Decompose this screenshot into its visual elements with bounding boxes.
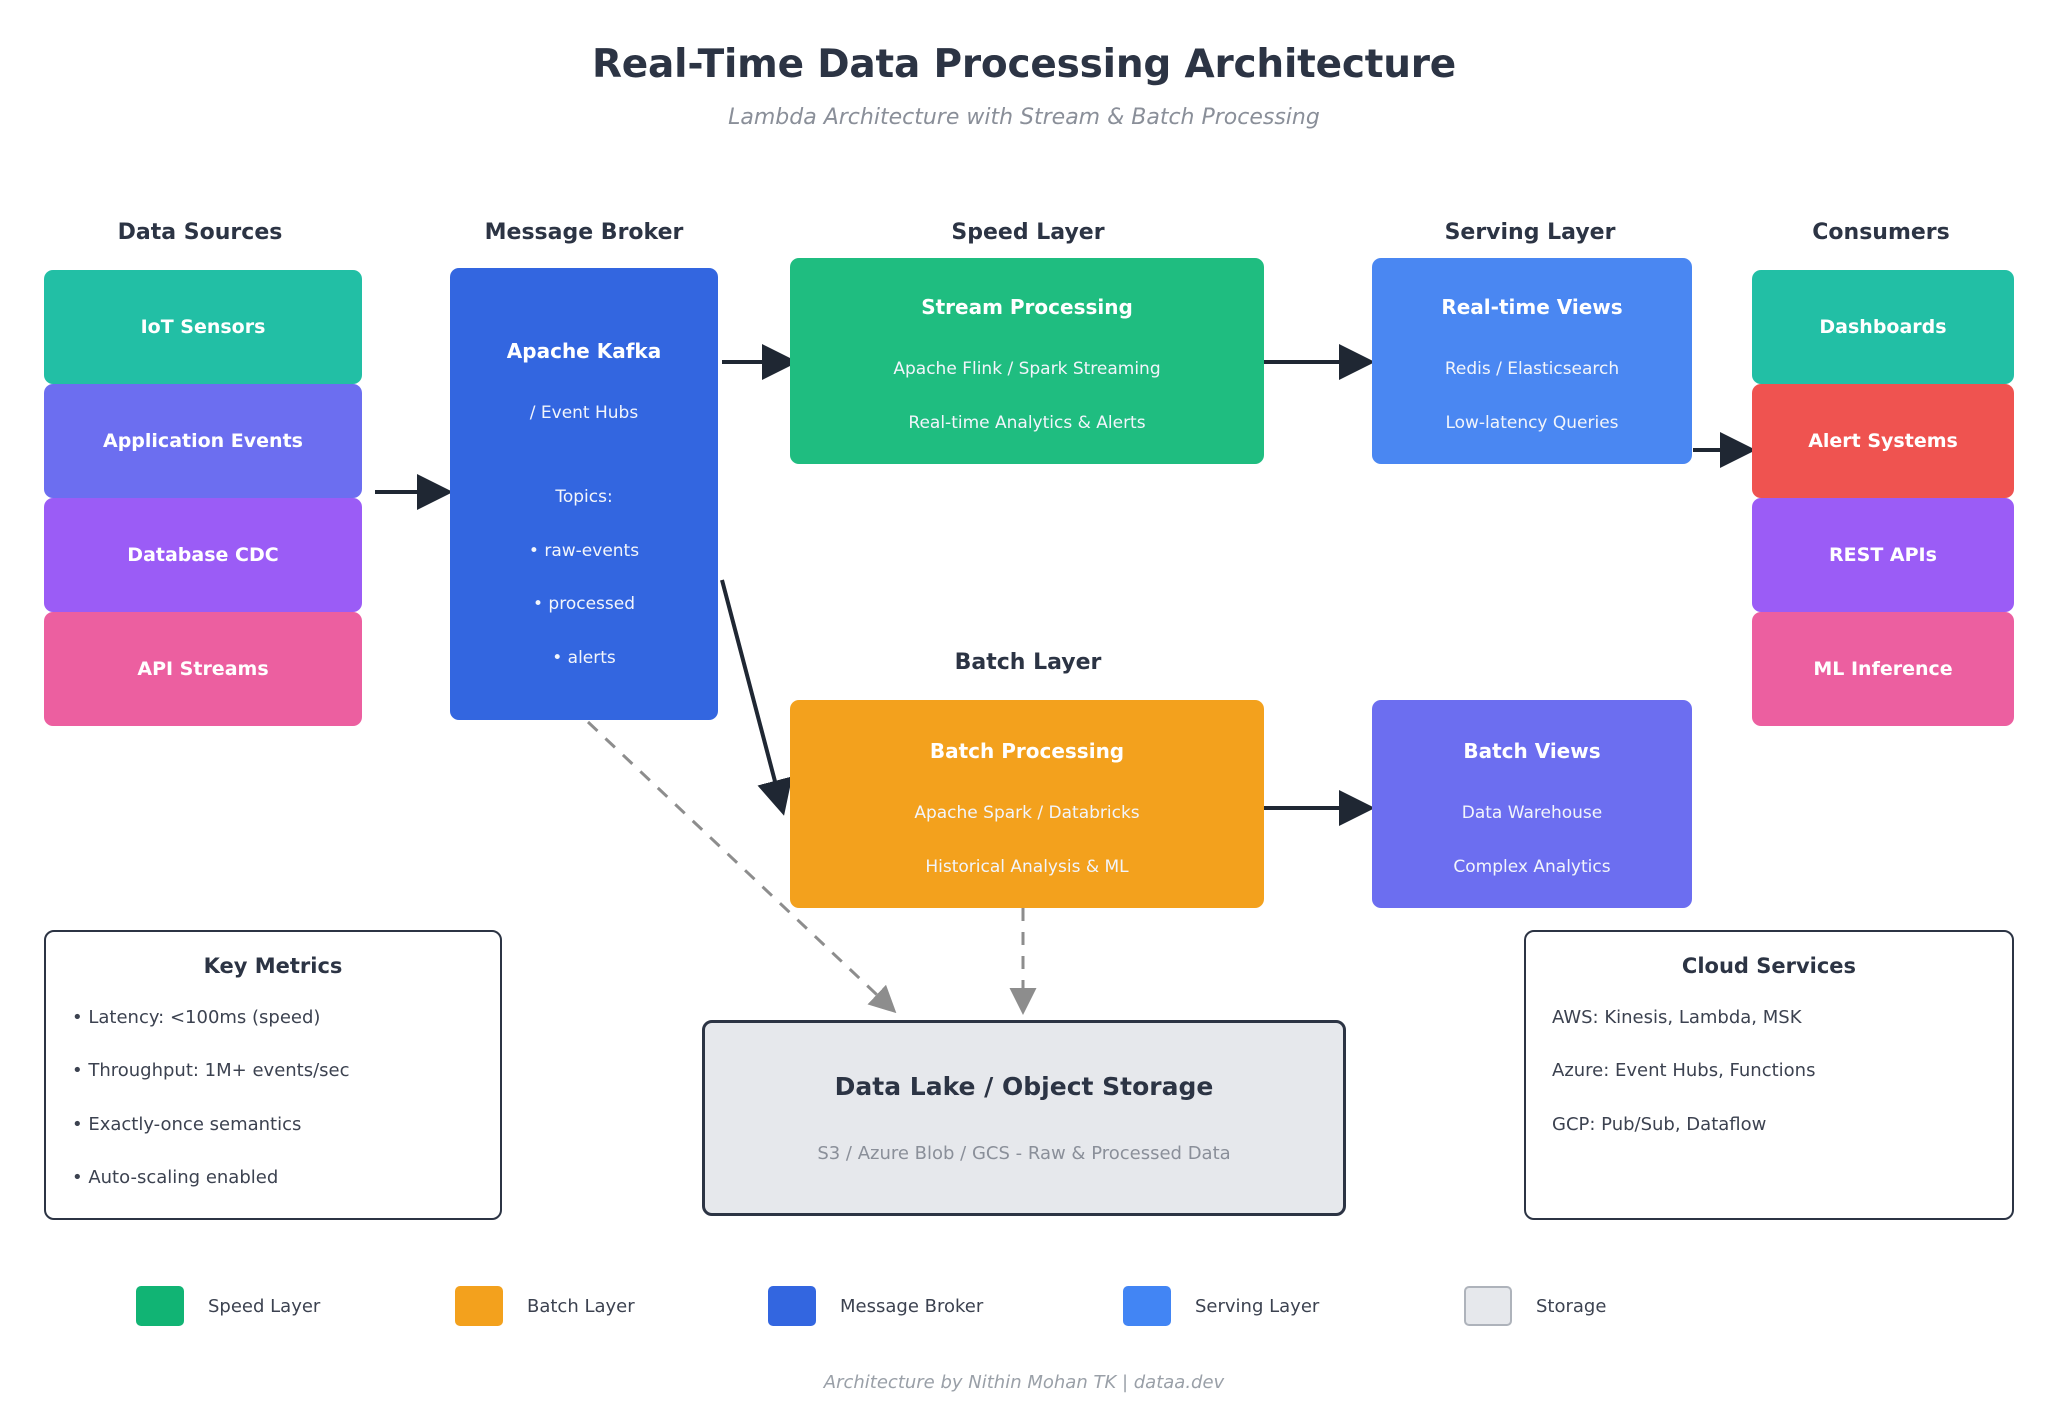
column-header-message-broker: Message Broker xyxy=(484,220,684,245)
legend-item-serving-layer: Serving Layer xyxy=(1123,1286,1319,1326)
node-batch-views[interactable]: Batch Views Data Warehouse Complex Analy… xyxy=(1372,700,1692,908)
node-stream-processing[interactable]: Stream Processing Apache Flink / Spark S… xyxy=(790,258,1264,464)
legend-swatch-batch-layer xyxy=(455,1286,503,1326)
legend-label: Serving Layer xyxy=(1195,1295,1320,1317)
data-lake-subtitle: S3 / Azure Blob / GCS - Raw & Processed … xyxy=(817,1143,1231,1164)
batch-views-line-2: Complex Analytics xyxy=(1453,856,1611,877)
key-metrics-item: • Auto-scaling enabled xyxy=(72,1167,279,1189)
cloud-services-item: Azure: Event Hubs, Functions xyxy=(1552,1060,1816,1082)
key-metrics-item: • Latency: <100ms (speed) xyxy=(72,1007,321,1028)
column-header-data-sources: Data Sources xyxy=(117,220,283,245)
legend-item-storage: Storage xyxy=(1464,1286,1606,1326)
node-apache-kafka[interactable]: Apache Kafka / Event Hubs Topics: • raw-… xyxy=(450,268,718,720)
legend-swatch-message-broker xyxy=(768,1286,816,1326)
kafka-topics-label: Topics: xyxy=(555,486,613,507)
panel-key-metrics: Key Metrics • Latency: <100ms (speed) • … xyxy=(44,930,502,1220)
node-alert-systems[interactable]: Alert Systems xyxy=(1752,384,2014,498)
legend-swatch-serving-layer xyxy=(1123,1286,1171,1326)
edge-kafka-to-batch xyxy=(720,579,793,816)
node-application-events[interactable]: Application Events xyxy=(44,384,362,498)
node-label: Dashboards xyxy=(1819,315,1947,338)
cloud-services-item: AWS: Kinesis, Lambda, MSK xyxy=(1552,1007,1802,1028)
stream-title: Stream Processing xyxy=(921,295,1133,319)
legend-label: Speed Layer xyxy=(208,1295,321,1317)
node-iot-sensors[interactable]: IoT Sensors xyxy=(44,270,362,384)
node-api-streams[interactable]: API Streams xyxy=(44,612,362,726)
batch-title: Batch Processing xyxy=(929,739,1125,763)
legend-label: Batch Layer xyxy=(527,1295,635,1317)
node-label: Alert Systems xyxy=(1808,429,1958,452)
column-header-serving-layer: Serving Layer xyxy=(1444,220,1616,245)
legend-swatch-storage xyxy=(1464,1286,1512,1326)
cloud-services-item: GCP: Pub/Sub, Dataflow xyxy=(1552,1113,1767,1135)
node-label: ML Inference xyxy=(1813,657,1953,680)
legend-swatch-speed-layer xyxy=(136,1286,184,1326)
legend-item-batch-layer: Batch Layer xyxy=(455,1286,635,1326)
column-header-consumers: Consumers xyxy=(1812,220,1950,245)
node-rest-apis[interactable]: REST APIs xyxy=(1752,498,2014,612)
kafka-topic-alerts: • alerts xyxy=(552,648,616,669)
footer-credit: Architecture by Nithin Mohan TK | dataa.… xyxy=(823,1372,1225,1393)
stream-line-1: Apache Flink / Spark Streaming xyxy=(893,359,1161,379)
kafka-title: Apache Kafka xyxy=(506,339,662,363)
node-batch-processing[interactable]: Batch Processing Apache Spark / Databric… xyxy=(790,700,1264,908)
node-label: REST APIs xyxy=(1829,543,1937,566)
cloud-services-title: Cloud Services xyxy=(1681,954,1857,978)
batch-line-1: Apache Spark / Databricks xyxy=(914,803,1140,823)
realtime-views-title: Real-time Views xyxy=(1441,295,1623,319)
node-database-cdc[interactable]: Database CDC xyxy=(44,498,362,612)
node-realtime-views[interactable]: Real-time Views Redis / Elasticsearch Lo… xyxy=(1372,258,1692,464)
key-metrics-title: Key Metrics xyxy=(203,954,343,978)
node-label: Database CDC xyxy=(127,543,279,566)
column-header-speed-layer: Speed Layer xyxy=(951,220,1105,245)
legend-item-message-broker: Message Broker xyxy=(768,1286,983,1326)
section-header-batch-layer: Batch Layer xyxy=(954,650,1102,675)
batch-line-2: Historical Analysis & ML xyxy=(925,856,1129,877)
key-metrics-item: • Throughput: 1M+ events/sec xyxy=(72,1060,350,1082)
page-title: Real-Time Data Processing Architecture xyxy=(591,42,1457,87)
node-data-lake[interactable]: Data Lake / Object Storage S3 / Azure Bl… xyxy=(702,1020,1346,1216)
node-dashboards[interactable]: Dashboards xyxy=(1752,270,2014,384)
node-ml-inference[interactable]: ML Inference xyxy=(1752,612,2014,726)
kafka-subtitle: / Event Hubs xyxy=(529,403,639,423)
stream-line-2: Real-time Analytics & Alerts xyxy=(908,412,1146,433)
realtime-views-line-2: Low-latency Queries xyxy=(1445,412,1619,433)
node-label: IoT Sensors xyxy=(140,315,266,338)
panel-cloud-services: Cloud Services AWS: Kinesis, Lambda, MSK… xyxy=(1524,930,2014,1220)
legend-label: Message Broker xyxy=(840,1295,984,1317)
kafka-topic-raw-events: • raw-events xyxy=(528,540,640,561)
batch-views-line-1: Data Warehouse xyxy=(1461,803,1603,823)
kafka-topic-processed: • processed xyxy=(532,594,635,615)
legend-label: Storage xyxy=(1536,1295,1607,1317)
page-subtitle: Lambda Architecture with Stream & Batch … xyxy=(728,105,1320,130)
data-lake-title: Data Lake / Object Storage xyxy=(834,1072,1214,1101)
batch-views-title: Batch Views xyxy=(1463,739,1601,763)
node-label: API Streams xyxy=(137,657,269,680)
legend-item-speed-layer: Speed Layer xyxy=(136,1286,320,1326)
key-metrics-item: • Exactly-once semantics xyxy=(72,1113,302,1135)
realtime-views-line-1: Redis / Elasticsearch xyxy=(1444,359,1620,379)
node-label: Application Events xyxy=(103,429,303,452)
